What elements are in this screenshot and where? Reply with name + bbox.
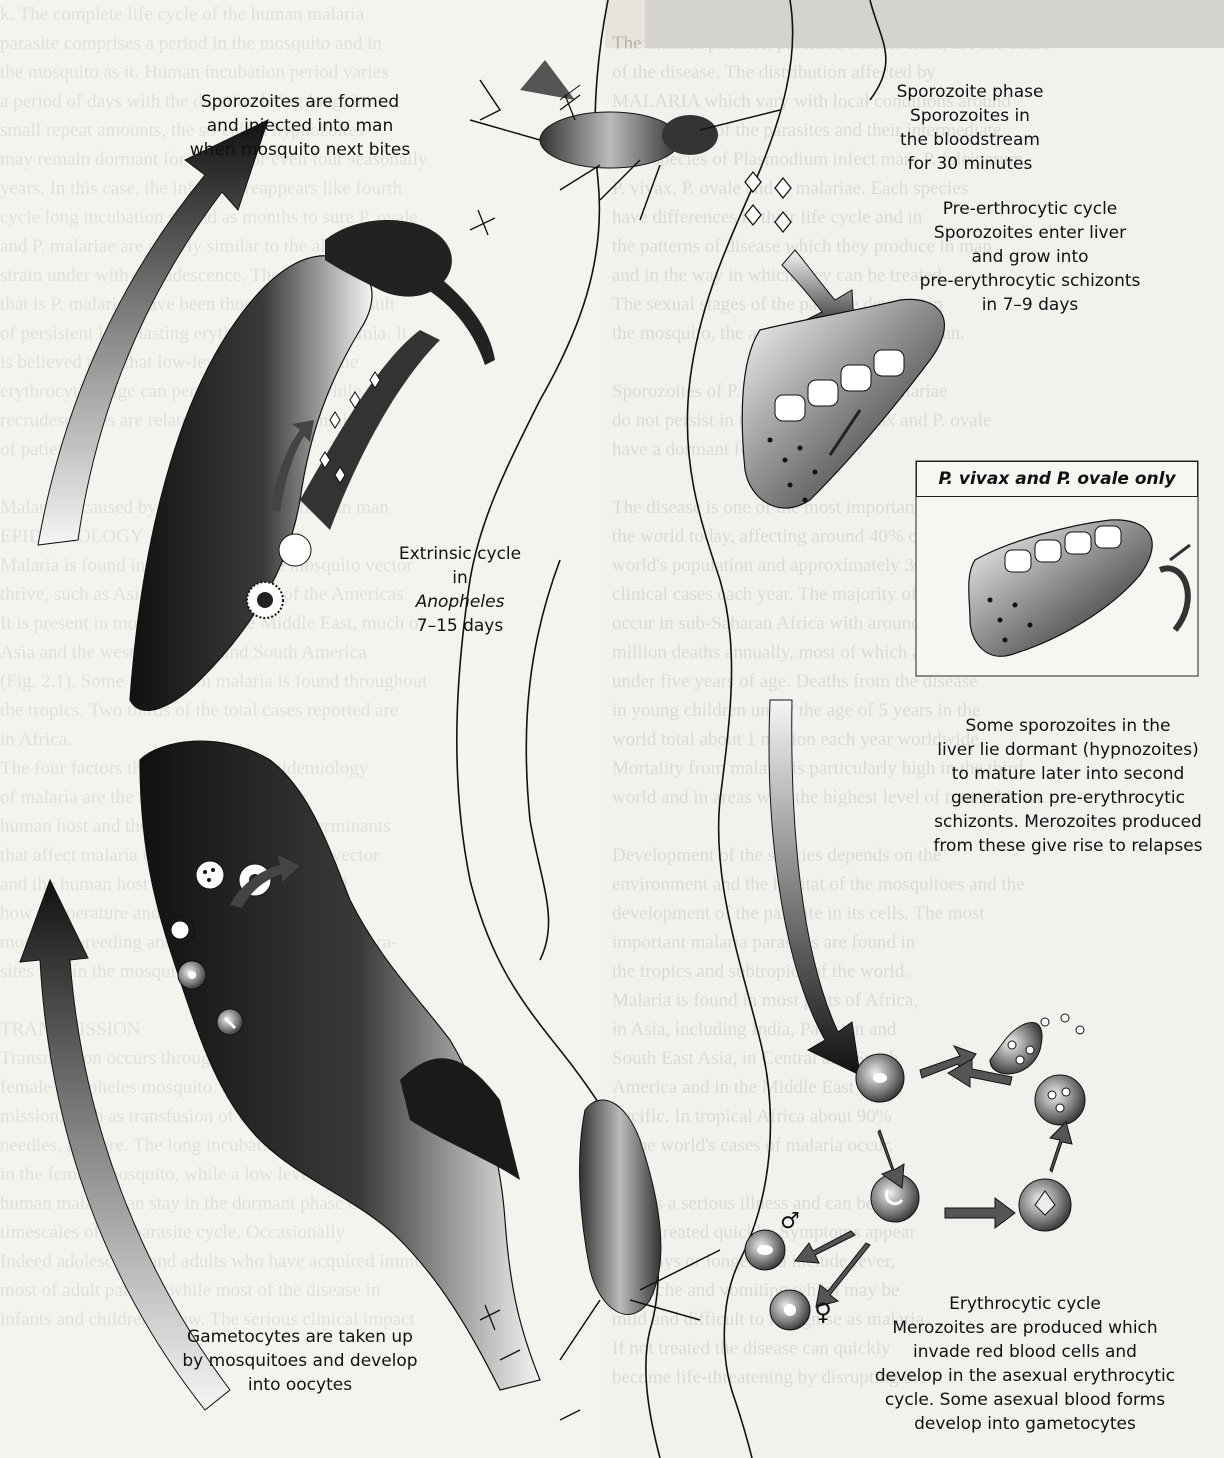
label-line: 7–15 days — [370, 614, 550, 638]
label-line: for 30 minutes — [850, 152, 1090, 176]
label-line: Some sporozoites in the — [915, 714, 1221, 738]
female-symbol: ♀ — [808, 1300, 838, 1324]
label-line: Pre-erthrocytic cycle — [880, 197, 1180, 221]
label-line: in — [370, 566, 550, 590]
label-vivax-ovale-only: P. vivax and P. ovale only — [916, 461, 1198, 497]
label-line: and grow into — [880, 245, 1180, 269]
label-line: develop into gametocytes — [865, 1412, 1185, 1436]
label-line: in 7–9 days — [880, 293, 1180, 317]
label-line: invade red blood cells and — [865, 1340, 1185, 1364]
label-line: the bloodstream — [850, 128, 1090, 152]
label-line: cycle. Some asexual blood forms — [865, 1388, 1185, 1412]
label-line: generation pre-erythrocytic — [915, 786, 1221, 810]
label-line: Merozoites are produced which — [865, 1316, 1185, 1340]
label-line: Sporozoites enter liver — [880, 221, 1180, 245]
label-erythrocytic-cycle: Erythrocytic cycle Merozoites are produc… — [865, 1292, 1185, 1436]
label-line: when mosquito next bites — [160, 138, 440, 162]
label-line: develop in the asexual erythrocytic — [865, 1364, 1185, 1388]
label-line: into oocytes — [160, 1373, 440, 1397]
label-sporozoites-formed: Sporozoites are formed and injected into… — [160, 90, 440, 162]
label-line: Sporozoites in — [850, 104, 1090, 128]
label-line: Erythrocytic cycle — [865, 1292, 1185, 1316]
label-gametocytes-taken-up: Gametocytes are taken up by mosquitoes a… — [160, 1325, 440, 1397]
label-line: schizonts. Merozoites produced — [915, 810, 1221, 834]
label-line: Extrinsic cycle — [370, 542, 550, 566]
label-line: Sporozoites are formed — [160, 90, 440, 114]
label-line: and injected into man — [160, 114, 440, 138]
label-line: to mature later into second — [915, 762, 1221, 786]
label-extrinsic-cycle: Extrinsic cycle in Anopheles 7–15 days — [370, 542, 550, 638]
label-line: liver lie dormant (hypnozoites) — [915, 738, 1221, 762]
label-hypnozoites: Some sporozoites in the liver lie dorman… — [915, 714, 1221, 858]
male-symbol: ♂ — [775, 1210, 805, 1234]
label-line: Anopheles — [370, 590, 550, 614]
label-line: Gametocytes are taken up — [160, 1325, 440, 1349]
label-line: by mosquitoes and develop — [160, 1349, 440, 1373]
label-pre-erythrocytic: Pre-erthrocytic cycle Sporozoites enter … — [880, 197, 1180, 317]
label-sporozoite-phase: Sporozoite phase Sporozoites in the bloo… — [850, 80, 1090, 176]
label-line: from these give rise to relapses — [915, 834, 1221, 858]
label-line: pre-erythrocytic schizonts — [880, 269, 1180, 293]
label-line: Sporozoite phase — [850, 80, 1090, 104]
